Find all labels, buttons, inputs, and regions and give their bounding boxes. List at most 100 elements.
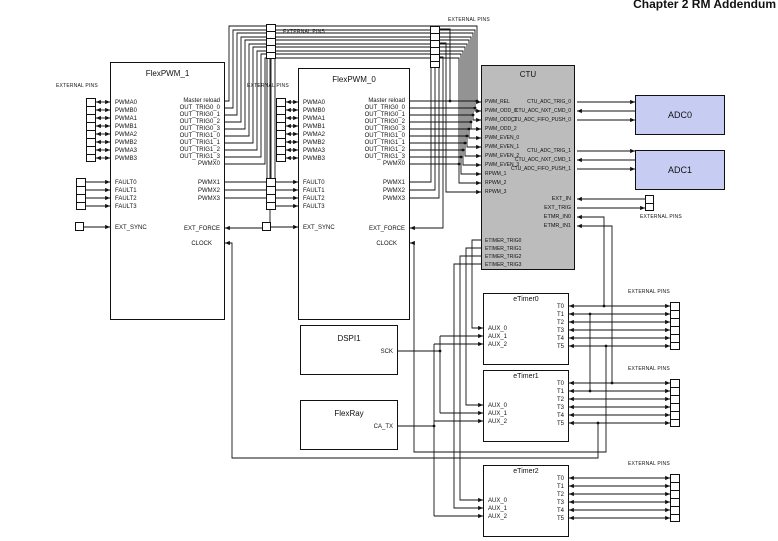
block-ctu: CTU PWM_REL PWM_ODD_0 PWM_ODD_1 PWM_ODD_… xyxy=(481,65,575,270)
pin-label: T0 xyxy=(556,476,564,482)
pin-label: PWMA2 xyxy=(115,132,138,138)
pin-label: AUX_2 xyxy=(488,419,508,425)
pin-label: OUT_TRIG1_1 xyxy=(179,140,220,146)
pin-label: Master reload xyxy=(183,98,220,104)
pin-label: PWMA0 xyxy=(115,100,138,106)
pin-label: PWM_EVEN_0 xyxy=(485,135,520,141)
pin-label: CTU_ADC_TRIG_1 xyxy=(527,148,571,154)
pin-label: OUT_TRIG0_0 xyxy=(179,105,220,111)
pin-label: OUT_TRIG0_1 xyxy=(179,112,220,118)
block-title: ADC0 xyxy=(667,110,692,120)
external-pins-connector xyxy=(266,24,276,59)
pin-label: CTU_ADC_NXT_CMD_0 xyxy=(514,108,571,114)
pin-label: T3 xyxy=(556,328,564,334)
pin-label: PWM_EVEN_2 xyxy=(485,153,520,159)
etimer0-t-pins: T0 T1 T2 T3 T4 T5 xyxy=(557,303,564,351)
block-title: ADC1 xyxy=(667,165,692,175)
pin-label: CLOCK xyxy=(191,241,212,247)
pin-label: PWM_EVEN_1 xyxy=(485,144,520,150)
block-title: FlexPWM_1 xyxy=(145,69,190,78)
pin-label: PWMX2 xyxy=(382,188,405,194)
external-pins-connector xyxy=(276,98,286,162)
pin-label: T3 xyxy=(556,500,564,506)
ctu-adc1-pins: CTU_ADC_TRIG_1 CTU_ADC_NXT_CMD_1 CTU_ADC… xyxy=(511,147,571,174)
pin-label: SCK xyxy=(380,349,393,355)
pin-label: ETIMER_TRIG0 xyxy=(485,238,522,244)
pin-label: OUT_TRIG0_3 xyxy=(364,126,405,132)
pin-label: ETMR_IN1 xyxy=(543,223,571,229)
pin-label: T2 xyxy=(556,397,564,403)
flexpwm0-ext-sync: EXT_SYNC xyxy=(303,224,335,232)
pin-label: FAULT1 xyxy=(115,188,137,194)
external-pins-connector xyxy=(670,474,680,522)
pin-label: EXT_FORCE xyxy=(183,226,220,232)
pin-label: AUX_0 xyxy=(488,326,508,332)
external-pins-connector xyxy=(262,222,271,231)
pin-label: AUX_2 xyxy=(488,514,508,520)
block-title: CTU xyxy=(519,70,537,79)
pin-label: PWMB2 xyxy=(303,140,326,146)
pin-label: PWMX0 xyxy=(197,161,220,167)
block-title: eTimer1 xyxy=(513,373,539,380)
external-pins-label: EXTERNAL PINS xyxy=(640,214,682,220)
pin-label: PWMX1 xyxy=(197,180,220,186)
pin-label: ETIMER_TRIG2 xyxy=(485,254,522,260)
pin-label: PWMB1 xyxy=(115,124,138,130)
pin-label: FAULT3 xyxy=(303,204,325,210)
external-pins-label: EXTERNAL PINS xyxy=(628,461,670,467)
ctu-adc0-pins: CTU_ADC_TRIG_0 CTU_ADC_NXT_CMD_0 CTU_ADC… xyxy=(511,98,571,125)
etimer1-aux-pins: AUX_0 AUX_1 AUX_2 xyxy=(488,402,507,426)
pin-label: T4 xyxy=(556,508,564,514)
block-adc1: ADC1 xyxy=(635,150,725,190)
pin-label: FAULT2 xyxy=(303,196,325,202)
pin-label: PWM_ODD_0 xyxy=(485,108,517,114)
pin-label: T5 xyxy=(556,344,564,350)
pin-label: OUT_TRIG1_3 xyxy=(364,154,405,160)
flexpwm1-pwm-pins: PWMA0 PWMB0 PWMA1 PWMB1 PWMA2 PWMB2 PWMA… xyxy=(115,99,137,163)
pin-label: PWMA3 xyxy=(115,148,138,154)
flexpwm1-fault-pins: FAULT0 FAULT1 FAULT2 FAULT3 xyxy=(115,179,137,211)
pin-label: PWMX2 xyxy=(197,188,220,194)
pin-label: CTU_ADC_NXT_CMD_1 xyxy=(514,157,571,163)
pin-label: AUX_1 xyxy=(488,506,508,512)
pin-label: AUX_0 xyxy=(488,498,508,504)
pin-label: PWM_ODD_1 xyxy=(485,117,517,123)
pin-label: T4 xyxy=(556,336,564,342)
pin-label: PWM_EVEN_3 xyxy=(485,162,520,168)
pin-label: OUT_TRIG0_1 xyxy=(364,112,405,118)
pin-label: RPWM_1 xyxy=(485,171,507,177)
block-flexpwm0: FlexPWM_0 PWMA0 PWMB0 PWMA1 PWMB1 PWMA2 … xyxy=(298,68,410,320)
pin-label: OUT_TRIG1_3 xyxy=(179,154,220,160)
pin-label: PWMA1 xyxy=(303,116,326,122)
pin-label: CTU_ADC_TRIG_0 xyxy=(527,99,571,105)
pin-label: PWMX3 xyxy=(197,196,220,202)
external-pins-label: EXTERNAL PINS xyxy=(628,366,670,372)
block-etimer1: eTimer1 T0 T1 T2 T3 T4 T5 AUX_0 AUX_1 AU… xyxy=(483,370,569,442)
pin-label: T0 xyxy=(556,304,564,310)
pin-label: OUT_TRIG1_1 xyxy=(364,140,405,146)
pin-label: T0 xyxy=(556,381,564,387)
block-title: FlexPWM_0 xyxy=(332,75,376,84)
pin-label: ETIMER_TRIG3 xyxy=(485,262,522,268)
pin-label: ETIMER_TRIG1 xyxy=(485,246,522,252)
external-pins-label: EXTERNAL PINS xyxy=(448,17,490,23)
pin-label: PWMA0 xyxy=(303,100,326,106)
block-dspi1: DSPI1 SCK xyxy=(300,325,398,375)
pin-label: FAULT3 xyxy=(115,204,137,210)
pin-label: EXT_SYNC xyxy=(303,225,335,231)
pin-label: PWMB0 xyxy=(303,108,326,114)
pin-label: AUX_1 xyxy=(488,411,508,417)
pin-label: EXT_FORCE xyxy=(368,226,405,232)
pin-label: PWMX3 xyxy=(382,196,405,202)
flexpwm0-ext-force: EXT_FORCE xyxy=(369,225,405,233)
ctu-ext-pins: EXT_IN EXT_TRIG ETMR_IN0 ETMR_IN1 xyxy=(544,195,571,231)
pin-label: RPWM_2 xyxy=(485,180,507,186)
block-etimer0: eTimer0 T0 T1 T2 T3 T4 T5 AUX_0 AUX_1 AU… xyxy=(483,293,569,365)
pin-label: T2 xyxy=(556,492,564,498)
pin-label: PWMB3 xyxy=(303,156,326,162)
dspi1-sck-pin: SCK xyxy=(381,348,393,356)
pin-label: PWM_ODD_2 xyxy=(485,126,517,132)
pin-label: PWMA1 xyxy=(115,116,138,122)
page-title: Chapter 2 RM Addendum xyxy=(633,0,776,11)
